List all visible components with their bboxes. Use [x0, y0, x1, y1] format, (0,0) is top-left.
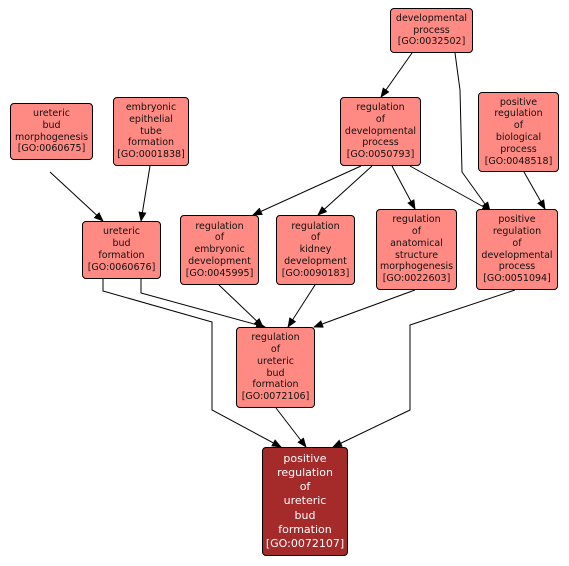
node-label: ureteric bud formation [GO:0060676] — [87, 226, 156, 273]
node-label: regulation of kidney development [GO:009… — [281, 220, 350, 279]
edge-0032502-to-0051094 — [454, 52, 491, 212]
edge-0051094-to-0072107 — [332, 289, 516, 448]
node-positive-regulation-of-biological-process[interactable]: positive regulation of biological proces… — [478, 92, 559, 172]
edge-0050793-to-0022603 — [391, 165, 416, 210]
node-label: embryonic epithelial tube formation [GO:… — [117, 102, 185, 161]
node-label: regulation of anatomical structure morph… — [379, 214, 454, 285]
node-embryonic-epithelial-tube-formation[interactable]: embryonic epithelial tube formation [GO:… — [113, 97, 189, 166]
edge-0050793-to-0045995 — [252, 165, 362, 216]
node-developmental-process[interactable]: developmental process [GO:0032502] — [390, 8, 473, 53]
edge-0060675-to-0060676 — [49, 171, 104, 222]
node-label: regulation of embryonic development [GO:… — [185, 220, 254, 279]
edge-0022603-to-0072106 — [313, 289, 416, 328]
edge-0050793-to-0090183 — [317, 165, 373, 216]
edge-0045995-to-0072106 — [218, 284, 264, 328]
node-regulation-of-anatomical-structure-morphogenesis[interactable]: regulation of anatomical structure morph… — [376, 209, 457, 290]
node-regulation-of-embryonic-development[interactable]: regulation of embryonic development [GO:… — [180, 215, 259, 285]
node-label: positive regulation of biological proces… — [484, 96, 553, 167]
node-ureteric-bud-formation[interactable]: ureteric bud formation [GO:0060676] — [82, 221, 161, 279]
edge-0060676-to-0072106 — [140, 279, 266, 329]
edge-0048518-to-0051094 — [523, 171, 546, 210]
edge-0060676-to-0072107 — [102, 279, 282, 448]
edge-0001838-to-0060676 — [138, 165, 151, 222]
node-label: regulation of ureteric bud formation [GO… — [241, 332, 310, 403]
node-regulation-of-ureteric-bud-formation[interactable]: regulation of ureteric bud formation [GO… — [236, 327, 315, 408]
node-label: positive regulation of ureteric bud form… — [265, 451, 345, 550]
edge-0072106-to-0072107 — [275, 407, 307, 448]
node-positive-regulation-of-developmental-process[interactable]: positive regulation of developmental pro… — [476, 209, 558, 290]
node-ureteric-bud-morphogenesis[interactable]: ureteric bud morphogenesis [GO:0060675] — [10, 103, 93, 160]
edge-0090183-to-0072106 — [287, 284, 316, 328]
node-label: developmental process [GO:0032502] — [395, 12, 468, 48]
node-regulation-of-kidney-development[interactable]: regulation of kidney development [GO:009… — [276, 215, 355, 285]
node-positive-regulation-of-ureteric-bud-formation[interactable]: positive regulation of ureteric bud form… — [262, 447, 348, 556]
node-label: ureteric bud morphogenesis [GO:0060675] — [14, 107, 89, 155]
edge-0032502-to-0050793 — [380, 52, 413, 98]
node-label: positive regulation of developmental pro… — [481, 214, 553, 285]
node-label: regulation of developmental process [GO:… — [344, 102, 417, 161]
edge-0050793-to-0051094 — [409, 165, 492, 212]
node-regulation-of-developmental-process[interactable]: regulation of developmental process [GO:… — [340, 97, 421, 166]
